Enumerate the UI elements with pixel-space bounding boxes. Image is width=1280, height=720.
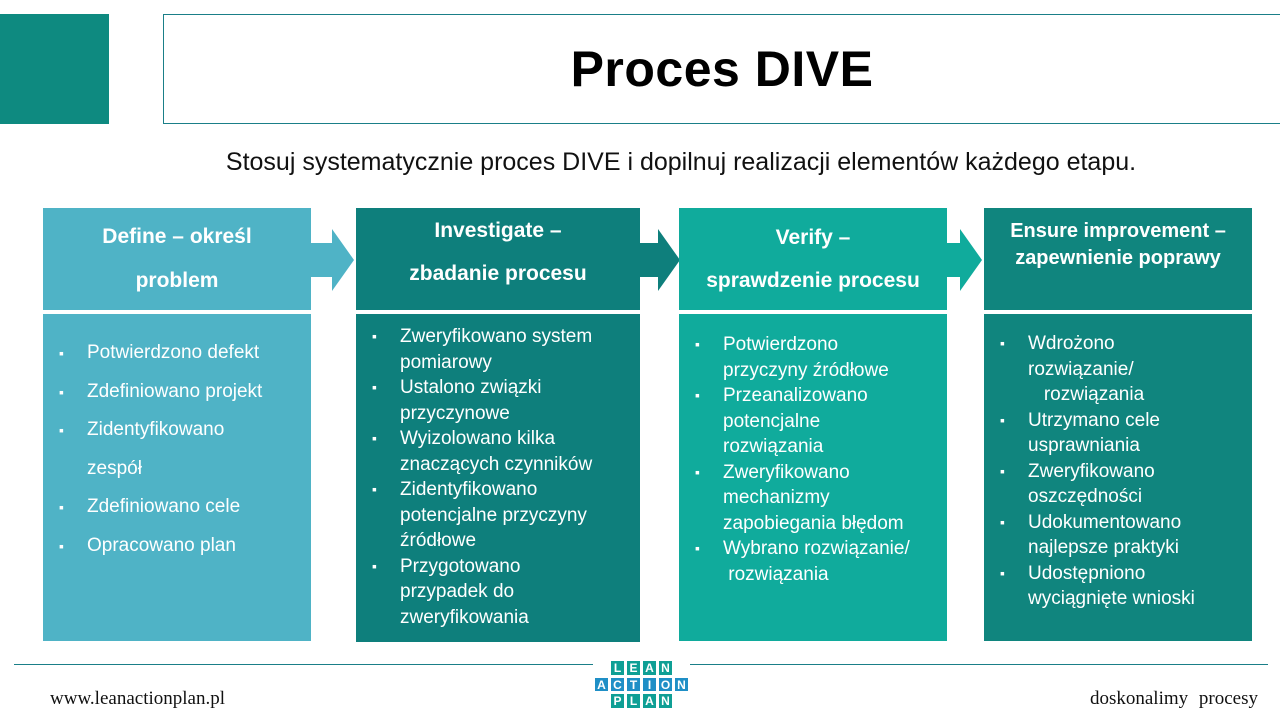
arrow-right-icon <box>310 229 354 291</box>
define-body: Potwierdzono defekt Zdefiniowano projekt… <box>43 314 311 641</box>
define-heading-line-1: Define – określ <box>102 225 252 248</box>
ensure-heading-line-1: Ensure improvement – <box>1010 220 1226 242</box>
footer-website: www.leanactionplan.pl <box>50 688 225 709</box>
page-title: Proces DIVE <box>570 41 874 97</box>
list-item: Zidentyfikowano <box>43 411 311 450</box>
investigate-heading-line-1: Investigate – <box>434 219 562 242</box>
list-item: Zdefiniowano projekt <box>43 373 311 412</box>
lean-action-plan-logo: L E A N A C T I O N P L A N <box>593 659 690 710</box>
verify-heading-line-1: Verify – <box>775 226 851 249</box>
define-header: Define – określ problem <box>43 208 311 310</box>
arrow-right-icon <box>640 229 680 291</box>
ensure-header: Ensure improvement – zapewnienie poprawy <box>984 208 1252 310</box>
arrow-right-icon <box>947 229 982 291</box>
corner-accent-square <box>0 14 109 124</box>
list-item: Wybrano rozwiązanie/ rozwiązania <box>679 536 947 587</box>
investigate-header: Investigate – zbadanie procesu <box>356 208 640 310</box>
footer-tagline: doskonalimy procesy <box>1089 688 1258 709</box>
list-item: Zdefiniowano cele <box>43 488 311 527</box>
list-item-continuation: zespół <box>87 457 142 479</box>
list-item: Opracowano plan <box>43 527 311 566</box>
list-item: Potwierdzono defekt <box>43 334 311 373</box>
subtitle: Stosuj systematycznie proces DIVE i dopi… <box>225 148 1137 176</box>
title-box: Proces DIVE <box>163 14 1280 124</box>
investigate-heading-line-2: zbadanie procesu <box>409 262 587 285</box>
ensure-heading-line-2: zapewnienie poprawy <box>1015 247 1221 269</box>
verify-heading-line-2: sprawdzenie procesu <box>706 269 920 292</box>
verify-header: Verify – sprawdzenie procesu <box>679 208 947 310</box>
define-heading-line-2: problem <box>135 269 219 292</box>
